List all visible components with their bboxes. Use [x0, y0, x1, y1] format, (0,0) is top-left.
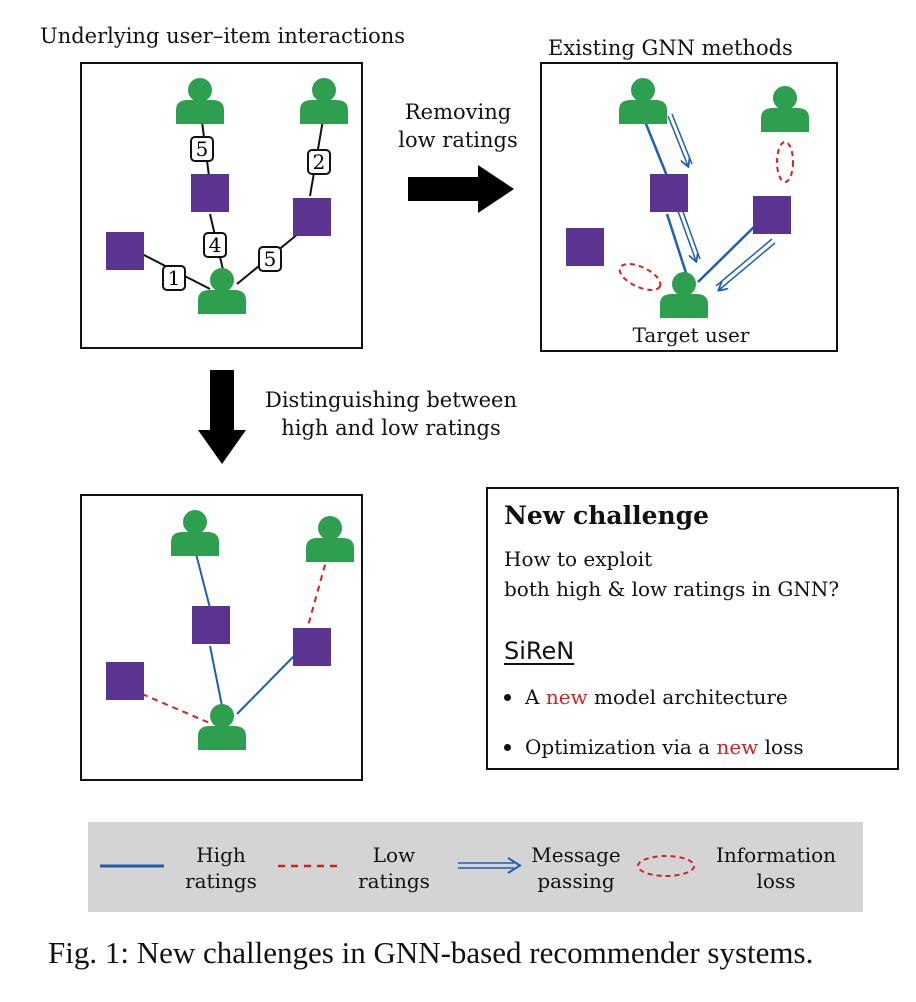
svg-text:4: 4 — [209, 233, 222, 257]
item-square — [106, 662, 144, 700]
challenge-question-line2: both high & low ratings in GNN? — [504, 577, 840, 601]
item-square — [293, 628, 331, 666]
user-icon — [176, 78, 224, 124]
legend-loss-line1: Information — [715, 843, 837, 867]
bullet-loss: Optimization via a new loss — [504, 735, 804, 759]
item-square — [753, 196, 791, 234]
rating-badge: 2 — [307, 149, 331, 175]
high-rating-edge — [193, 545, 211, 609]
svg-text:1: 1 — [168, 266, 181, 290]
bullet-highlight: new — [545, 685, 588, 709]
item-square — [192, 606, 230, 644]
arrow-distinguishing-line1: Distinguishing between — [264, 388, 518, 412]
panel-underlying-interactions: 5 2 4 5 1 — [80, 62, 363, 349]
underlying-graph: 5 2 4 5 1 — [106, 78, 348, 314]
item-square — [106, 232, 144, 270]
bullet-icon — [504, 693, 511, 701]
arrow-distinguishing-line2: high and low ratings — [281, 416, 501, 441]
legend-loss-label: Information loss — [706, 842, 846, 894]
user-icon — [306, 516, 354, 562]
legend: High ratings Low ratings Message passing… — [88, 822, 863, 912]
low-rating-edge — [141, 693, 213, 725]
method-name: SiReN — [504, 637, 575, 665]
existing-gnn-graph — [566, 78, 809, 318]
new-challenge-box: New challenge How to exploit both high &… — [486, 487, 899, 770]
rating-badge: 5 — [258, 246, 282, 272]
message-passing-arrow — [677, 208, 701, 261]
legend-information-loss-icon — [637, 855, 695, 877]
legend-message-line1: Message — [531, 843, 621, 867]
legend-low-line2: ratings — [358, 869, 430, 893]
bullet-icon — [504, 743, 511, 751]
challenge-question-line1: How to exploit — [504, 547, 653, 571]
bullet-text-pre: A — [525, 685, 546, 709]
legend-message-line2: passing — [537, 869, 615, 893]
message-passing-arrow — [715, 238, 776, 290]
user-icon — [300, 78, 348, 124]
panel-siren-graph — [80, 494, 363, 781]
panel-top-left-title: Underlying user–item interactions — [40, 24, 406, 48]
svg-text:5: 5 — [264, 247, 277, 271]
user-icon — [619, 78, 667, 124]
legend-high-line1: High — [196, 843, 246, 867]
item-square — [293, 198, 331, 236]
high-rating-edge — [640, 113, 669, 177]
arrow-distinguishing-label: Distinguishing between high and low rati… — [256, 386, 526, 443]
legend-low-label: Low ratings — [344, 842, 444, 894]
target-user-label: Target user — [632, 323, 750, 347]
high-rating-edge — [697, 223, 758, 283]
bullet-text-post: model architecture — [587, 685, 788, 709]
legend-message-label: Message passing — [524, 842, 628, 894]
rating-badge: 1 — [162, 265, 186, 291]
user-icon — [171, 510, 219, 556]
legend-message-passing-icon — [458, 857, 522, 874]
panel-existing-gnn: Target user — [540, 62, 838, 352]
bullet-text-post: loss — [758, 735, 804, 759]
arrow-removing-line1: Removing — [404, 100, 512, 124]
high-rating-edge — [665, 213, 689, 277]
svg-text:5: 5 — [196, 137, 209, 161]
legend-low-line1: Low — [372, 843, 416, 867]
item-square — [566, 228, 604, 266]
high-rating-edge — [236, 655, 295, 715]
user-icon — [761, 86, 809, 132]
legend-high-rating-swatch — [100, 864, 164, 868]
rating-badge: 4 — [203, 232, 227, 258]
information-loss-icon — [618, 263, 662, 291]
down-arrow-icon — [198, 370, 246, 464]
figure-caption: Fig. 1: New challenges in GNN-based reco… — [48, 935, 814, 970]
challenge-title: New challenge — [504, 501, 710, 530]
item-square — [191, 174, 229, 212]
legend-high-label: High ratings — [176, 842, 266, 894]
item-square — [650, 174, 688, 212]
message-passing-arrow — [667, 113, 693, 166]
bullet-architecture: A new model architecture — [504, 685, 788, 709]
siren-graph — [106, 510, 354, 750]
right-arrow-icon — [408, 165, 514, 213]
bullet-text-pre: Optimization via a — [525, 735, 717, 759]
bullet-highlight: new — [716, 735, 759, 759]
target-user-icon — [198, 268, 246, 314]
information-loss-icon — [776, 141, 794, 183]
rating-badge: 5 — [190, 136, 214, 162]
arrow-removing-line2: low ratings — [398, 128, 518, 153]
high-rating-edge — [209, 645, 223, 707]
legend-low-rating-swatch — [278, 864, 342, 868]
svg-text:2: 2 — [313, 150, 326, 174]
legend-high-line2: ratings — [185, 869, 257, 893]
legend-loss-line2: loss — [756, 869, 796, 893]
arrow-removing-label: Removing low ratings — [396, 98, 520, 155]
panel-top-right-title: Existing GNN methods — [548, 36, 793, 60]
low-rating-edge — [307, 553, 329, 627]
